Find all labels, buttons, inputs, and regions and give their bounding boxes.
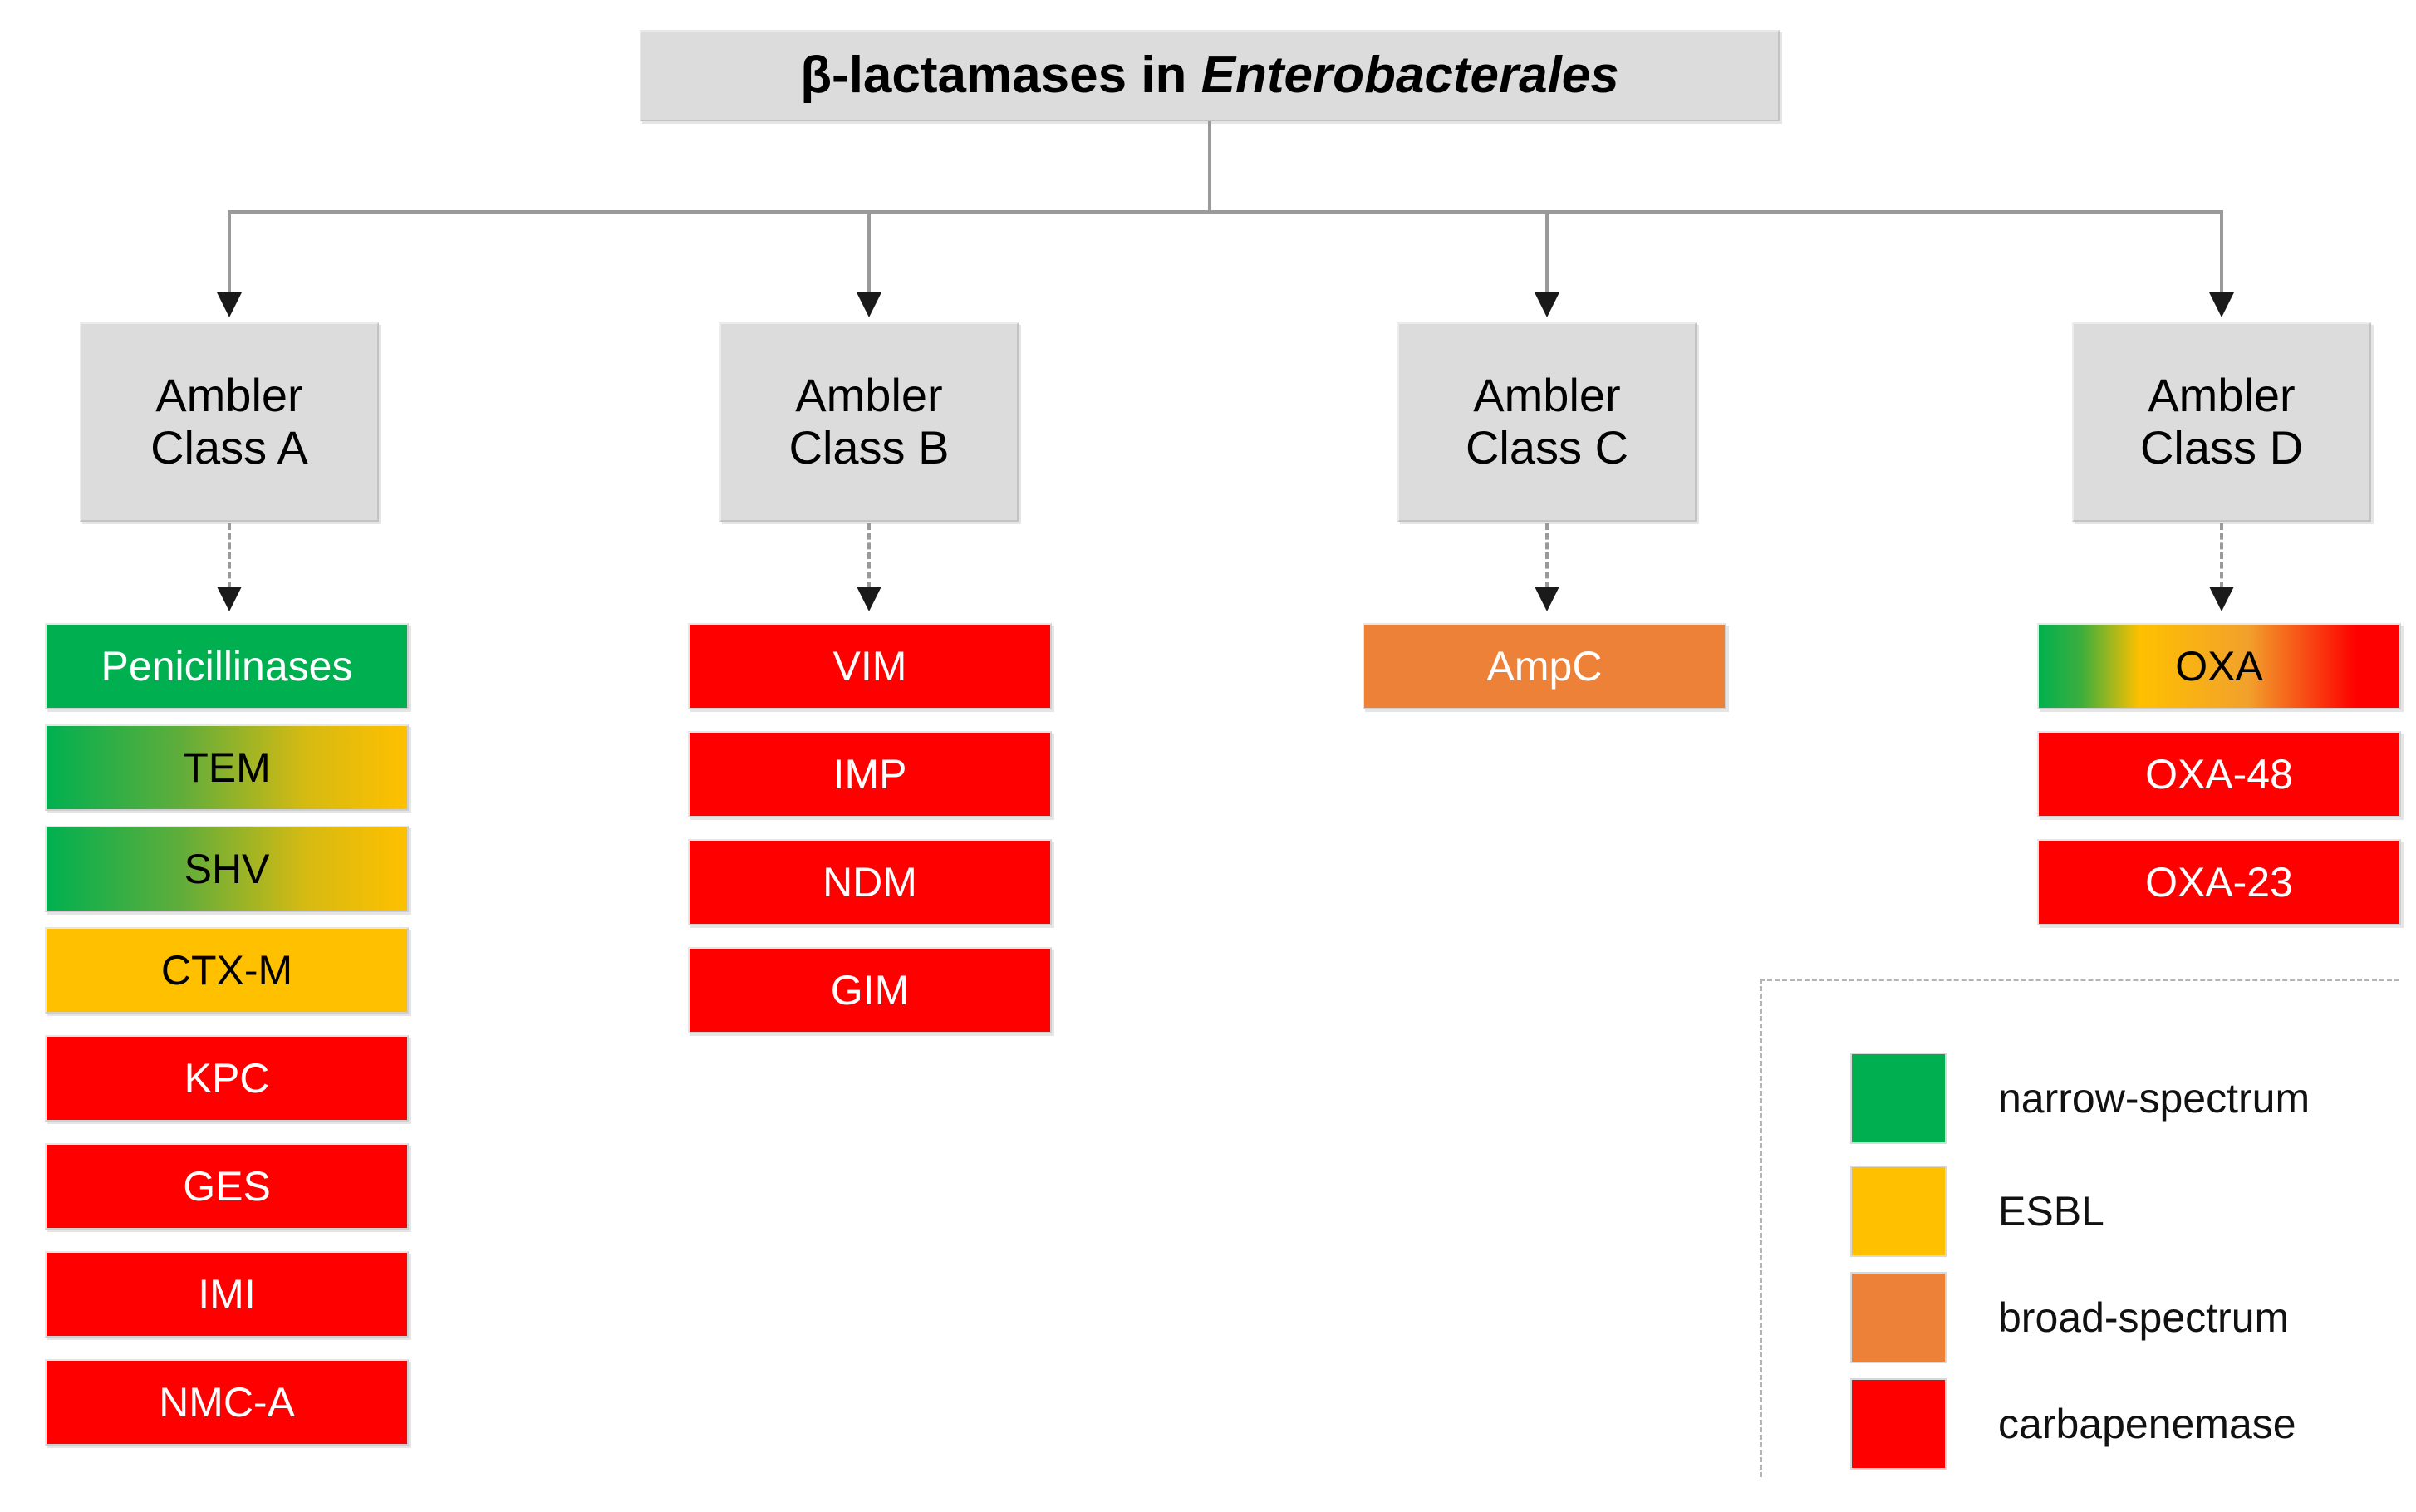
dashed-connector-class-c: [1545, 523, 1549, 588]
class-c-line2: Class C: [1465, 421, 1629, 474]
gene-label: OXA-48: [2145, 751, 2293, 798]
arrowhead-class-c: [1535, 292, 1559, 317]
class-box-class-a: Ambler Class A: [80, 322, 379, 522]
class-box-class-d: Ambler Class D: [2072, 322, 2371, 522]
class-box-class-c: Ambler Class C: [1397, 322, 1697, 522]
legend: narrow-spectrum ESBL broad-spectrum carb…: [1760, 979, 2399, 1477]
gene-label: IMI: [198, 1271, 256, 1318]
gene-label: GES: [183, 1163, 271, 1210]
page-title: β-lactamases in Enterobacterales: [800, 47, 1619, 104]
connector-horizontal-bus: [229, 210, 2223, 214]
gene-box-oxa-48: OXA-48: [2037, 731, 2401, 817]
legend-swatch-broad-spectrum: [1850, 1272, 1947, 1363]
connector-to-class-d: [2220, 210, 2223, 293]
gene-label: CTX-M: [160, 947, 293, 994]
connector-title-stem: [1208, 121, 1211, 213]
dashed-arrowhead-class-a: [217, 587, 242, 611]
gene-label: TEM: [183, 744, 271, 791]
arrowhead-class-b: [857, 292, 881, 317]
gene-box-imi: IMI: [45, 1251, 409, 1338]
legend-swatch-carbapenemase: [1850, 1378, 1947, 1470]
dashed-connector-class-d: [2220, 523, 2223, 588]
arrowhead-class-d: [2209, 292, 2234, 317]
legend-item-narrow-spectrum: narrow-spectrum: [1850, 1053, 2310, 1144]
gene-box-vim: VIM: [688, 623, 1052, 709]
gene-box-kpc: KPC: [45, 1035, 409, 1122]
gene-label: AmpC: [1486, 643, 1603, 690]
class-b-line1: Ambler: [795, 369, 943, 422]
gene-label: OXA: [2175, 643, 2263, 690]
dashed-arrowhead-class-c: [1535, 587, 1559, 611]
legend-swatch-esbl: [1850, 1166, 1947, 1257]
gene-label: Penicillinases: [101, 643, 353, 690]
gene-label: SHV: [184, 846, 270, 892]
legend-label-narrow-spectrum: narrow-spectrum: [1998, 1075, 2310, 1122]
gene-box-oxa-23: OXA-23: [2037, 839, 2401, 925]
gene-box-imp: IMP: [688, 731, 1052, 817]
connector-to-class-c: [1545, 210, 1549, 293]
class-c-line1: Ambler: [1473, 369, 1621, 422]
dashed-arrowhead-class-d: [2209, 587, 2234, 611]
legend-swatch-narrow-spectrum: [1850, 1053, 1947, 1144]
gene-label: KPC: [184, 1055, 270, 1102]
gene-box-ctx-m: CTX-M: [45, 927, 409, 1014]
gene-box-shv: SHV: [45, 826, 409, 912]
gene-label: GIM: [830, 967, 910, 1014]
connector-to-class-a: [228, 210, 231, 293]
gene-label: IMP: [832, 751, 907, 798]
dashed-arrowhead-class-b: [857, 587, 881, 611]
class-a-line1: Ambler: [155, 369, 303, 422]
diagram-title-box: β-lactamases in Enterobacterales: [640, 30, 1780, 121]
legend-label-carbapenemase: carbapenemase: [1998, 1401, 2296, 1447]
arrowhead-class-a: [217, 292, 242, 317]
gene-label: VIM: [832, 643, 907, 690]
class-box-class-b: Ambler Class B: [719, 322, 1019, 522]
gene-box-ampc: AmpC: [1363, 623, 1726, 709]
gene-box-gim: GIM: [688, 947, 1052, 1033]
dashed-connector-class-b: [867, 523, 871, 588]
title-prefix: β-lactamases in: [800, 47, 1201, 105]
gene-label: OXA-23: [2145, 859, 2293, 906]
legend-item-carbapenemase: carbapenemase: [1850, 1378, 2296, 1470]
legend-item-esbl: ESBL: [1850, 1166, 2104, 1257]
class-d-line2: Class D: [2139, 421, 2304, 474]
gene-box-nmc-a: NMC-A: [45, 1359, 409, 1446]
class-d-line1: Ambler: [2148, 369, 2296, 422]
gene-box-tem: TEM: [45, 724, 409, 811]
class-b-line2: Class B: [788, 421, 950, 474]
gene-box-oxa: OXA: [2037, 623, 2401, 709]
dashed-connector-class-a: [228, 523, 231, 588]
gene-label: NMC-A: [159, 1379, 295, 1426]
legend-label-esbl: ESBL: [1998, 1188, 2104, 1235]
gene-box-penicillinases: Penicillinases: [45, 623, 409, 709]
legend-label-broad-spectrum: broad-spectrum: [1998, 1294, 2290, 1341]
title-species: Enterobacterales: [1201, 47, 1619, 105]
legend-item-broad-spectrum: broad-spectrum: [1850, 1272, 2289, 1363]
class-a-line2: Class A: [150, 421, 308, 474]
connector-to-class-b: [867, 210, 871, 293]
gene-label: NDM: [823, 859, 917, 906]
gene-box-ges: GES: [45, 1143, 409, 1230]
gene-box-ndm: NDM: [688, 839, 1052, 925]
